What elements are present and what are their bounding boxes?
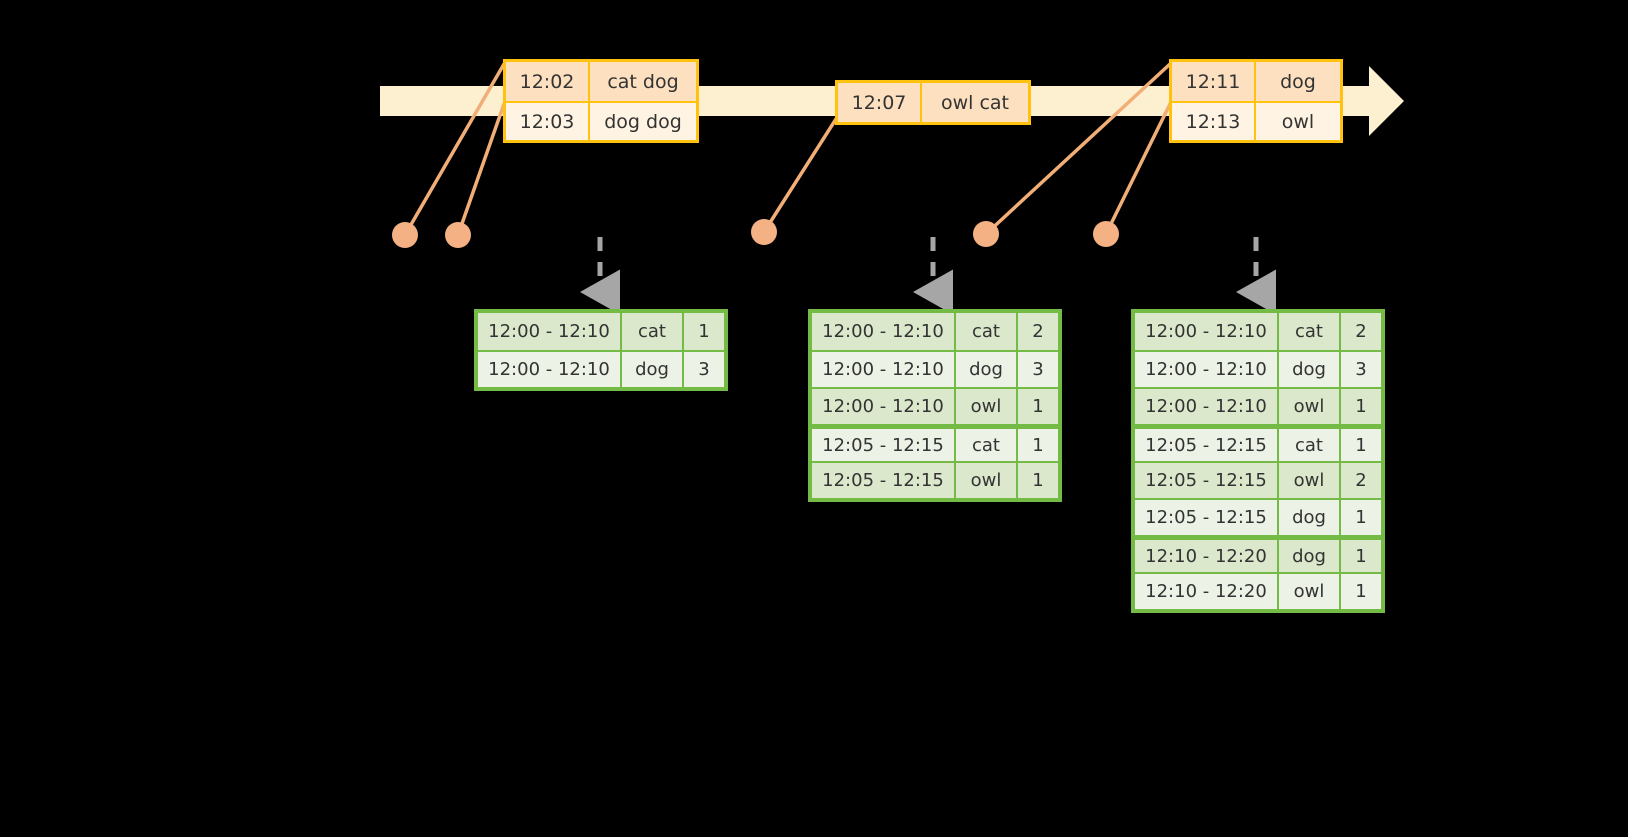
event-row[interactable]: 12:02 cat dog <box>506 62 696 101</box>
key-cell: dog <box>1279 352 1341 387</box>
result-table-2[interactable]: 12:00 - 12:10 cat 2 12:00 - 12:10 dog 3 … <box>808 309 1062 502</box>
table-row[interactable]: 12:10 - 12:20 owl 1 <box>1135 572 1381 609</box>
window-cell: 12:00 - 12:10 <box>478 352 622 387</box>
table-row[interactable]: 12:00 - 12:10 owl 1 <box>812 387 1058 424</box>
count-cell: 3 <box>1355 359 1367 380</box>
key-cell: owl <box>1279 389 1341 424</box>
key-cell: owl <box>1279 574 1341 609</box>
count-cell: 2 <box>1355 321 1367 342</box>
event-row[interactable]: 12:03 dog dog <box>506 101 696 140</box>
event-time: 12:03 <box>506 103 590 140</box>
count-cell: 1 <box>1355 396 1367 417</box>
count-cell: 1 <box>1032 470 1044 491</box>
table-row[interactable]: 12:00 - 12:10 cat 2 <box>812 313 1058 350</box>
count-cell: 1 <box>698 321 710 342</box>
count-cell: 2 <box>1355 470 1367 491</box>
event-row[interactable]: 12:11 dog <box>1172 62 1340 101</box>
event-words: owl cat <box>940 91 1010 114</box>
table-row[interactable]: 12:00 - 12:10 owl 1 <box>1135 387 1381 424</box>
key-cell: dog <box>1279 500 1341 535</box>
key-cell: cat <box>1279 429 1341 461</box>
key-cell: dog <box>622 352 684 387</box>
result-table-3[interactable]: 12:00 - 12:10 cat 2 12:00 - 12:10 dog 3 … <box>1131 309 1385 613</box>
table-row[interactable]: 12:05 - 12:15 dog 1 <box>1135 498 1381 535</box>
marker-dot-1 <box>392 222 418 248</box>
key-cell: cat <box>1279 313 1341 350</box>
count-cell: 1 <box>1032 434 1044 456</box>
window-cell: 12:05 - 12:15 <box>812 463 956 498</box>
event-time: 12:07 <box>838 83 922 122</box>
marker-dots <box>392 219 1119 248</box>
key-cell: owl <box>956 389 1018 424</box>
table-row[interactable]: 12:05 - 12:15 cat 1 <box>812 424 1058 461</box>
count-cell: 1 <box>1355 434 1367 456</box>
table-row[interactable]: 12:05 - 12:15 owl 2 <box>1135 461 1381 498</box>
window-cell: 12:05 - 12:15 <box>1135 500 1279 535</box>
event-row[interactable]: 12:13 owl <box>1172 101 1340 140</box>
window-cell: 12:00 - 12:10 <box>812 313 956 350</box>
window-cell: 12:05 - 12:15 <box>1135 429 1279 461</box>
key-cell: owl <box>956 463 1018 498</box>
window-cell: 12:10 - 12:20 <box>1135 574 1279 609</box>
window-cell: 12:00 - 12:10 <box>1135 313 1279 350</box>
table-pointer-arrows <box>580 237 1276 315</box>
table-row[interactable]: 12:00 - 12:10 cat 2 <box>1135 313 1381 350</box>
count-cell: 1 <box>1032 396 1044 417</box>
result-table-1[interactable]: 12:00 - 12:10 cat 1 12:00 - 12:10 dog 3 <box>474 309 728 391</box>
count-cell: 3 <box>698 359 710 380</box>
event-words: cat dog <box>607 70 679 93</box>
event-time: 12:02 <box>506 62 590 101</box>
event-row[interactable]: 12:07 owl cat <box>838 83 1028 122</box>
event-words: owl <box>1281 110 1315 133</box>
marker-dot-4 <box>973 221 999 247</box>
count-cell: 2 <box>1032 321 1044 342</box>
table-row[interactable]: 12:00 - 12:10 cat 1 <box>478 313 724 350</box>
count-cell: 1 <box>1355 581 1367 602</box>
key-cell: cat <box>956 313 1018 350</box>
table-row[interactable]: 12:00 - 12:10 dog 3 <box>1135 350 1381 387</box>
table-row[interactable]: 12:00 - 12:10 dog 3 <box>812 350 1058 387</box>
window-cell: 12:00 - 12:10 <box>478 313 622 350</box>
window-cell: 12:00 - 12:10 <box>1135 389 1279 424</box>
key-cell: dog <box>1279 540 1341 572</box>
event-group-2[interactable]: 12:07 owl cat <box>835 80 1031 125</box>
window-cell: 12:05 - 12:15 <box>812 429 956 461</box>
marker-dot-2 <box>445 222 471 248</box>
key-cell: cat <box>622 313 684 350</box>
event-group-3[interactable]: 12:11 dog 12:13 owl <box>1169 59 1343 143</box>
table-row[interactable]: 12:10 - 12:20 dog 1 <box>1135 535 1381 572</box>
window-cell: 12:05 - 12:15 <box>1135 463 1279 498</box>
count-cell: 1 <box>1355 507 1367 528</box>
table-row[interactable]: 12:00 - 12:10 dog 3 <box>478 350 724 387</box>
key-cell: cat <box>956 429 1018 461</box>
table-row[interactable]: 12:05 - 12:15 cat 1 <box>1135 424 1381 461</box>
event-group-1[interactable]: 12:02 cat dog 12:03 dog dog <box>503 59 699 143</box>
count-cell: 3 <box>1032 359 1044 380</box>
event-words: dog dog <box>604 110 682 133</box>
window-cell: 12:00 - 12:10 <box>812 352 956 387</box>
table-row[interactable]: 12:05 - 12:15 owl 1 <box>812 461 1058 498</box>
event-words: dog <box>1280 70 1316 93</box>
window-cell: 12:10 - 12:20 <box>1135 540 1279 572</box>
count-cell: 1 <box>1355 545 1367 567</box>
key-cell: dog <box>956 352 1018 387</box>
marker-dot-3 <box>751 219 777 245</box>
window-cell: 12:00 - 12:10 <box>812 389 956 424</box>
window-cell: 12:00 - 12:10 <box>1135 352 1279 387</box>
event-time: 12:11 <box>1172 62 1256 101</box>
key-cell: owl <box>1279 463 1341 498</box>
marker-dot-5 <box>1093 221 1119 247</box>
event-time: 12:13 <box>1172 103 1256 140</box>
